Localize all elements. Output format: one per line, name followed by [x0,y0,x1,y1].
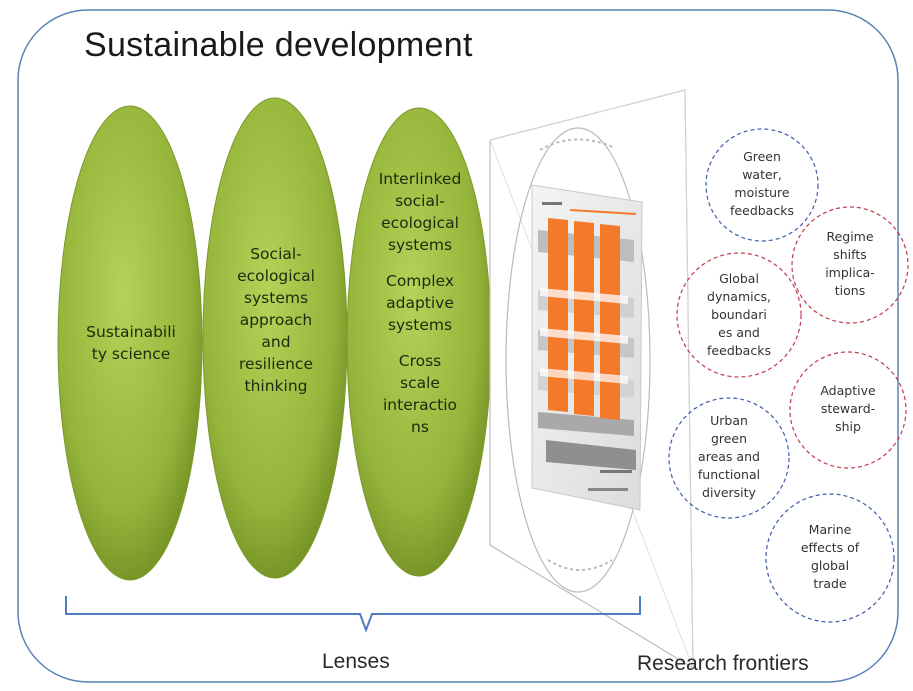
frontier-label-2: Regime shifts implica- tions [800,228,900,300]
frontier-label-3: Global dynamics, boundari es and feedbac… [689,270,789,360]
lens-3-line: Cross [398,352,442,370]
frontier-line: global [810,558,850,573]
frontier-line: functional [697,467,761,482]
lens-2-line: systems [243,289,309,307]
frontier-line: ship [835,419,861,434]
lens-3-line: Interlinked [378,170,462,188]
lens-label-1: Sustainabili ty science [70,321,192,365]
frontier-line: Regime [826,229,874,244]
frontier-circle-4 [789,351,907,469]
outer-frame [17,9,899,683]
frontier-circle-3 [676,252,802,378]
frontier-line: tions [834,283,866,298]
frontier-circle-2 [791,206,909,324]
frontier-line: feedbacks [730,203,794,218]
research-frontiers-label: Research frontiers [637,652,809,675]
lens-2-line: approach [239,311,313,329]
lens-ellipse-1 [57,105,203,581]
frontier-line: steward- [820,401,876,416]
frontier-circle-6 [765,493,895,623]
lens-3-line: scale [400,374,440,392]
frontier-line: Marine [808,522,852,537]
lens-3-line: ecological [381,214,459,232]
frontier-line: Global [719,271,759,286]
lens-3-line: systems [387,316,453,334]
lens-2-line: ecological [237,267,315,285]
frontier-line: water, [742,167,782,182]
frontier-line: shifts [833,247,867,262]
frontier-line: es and [718,325,760,340]
framework-figure [489,89,694,670]
lens-3-line: adaptive [386,294,454,312]
lenses-bracket [65,596,641,633]
frontier-line: diversity [702,485,756,500]
lens-3-line: systems [387,236,453,254]
lens-3-line: ns [411,418,429,436]
frontier-line: green [710,431,748,446]
lens-3-spacer [359,256,481,270]
frontier-line: dynamics, [707,289,771,304]
frontier-label-1: Green water, moisture feedbacks [712,148,812,220]
lens-1-line: Sustainabili [86,323,176,341]
frontier-line: areas and [698,449,760,464]
frontier-circle-1 [705,128,819,242]
lenses-label: Lenses [322,650,390,673]
lens-2-line: Social- [250,245,302,263]
frontier-line: feedbacks [707,343,771,358]
lens-1-line: ty science [91,345,171,363]
lens-3-spacer [359,336,481,350]
frontier-label-5: Urban green areas and functional diversi… [679,412,779,502]
frontier-label-4: Adaptive steward- ship [798,382,898,436]
frontier-line: boundari [711,307,767,322]
lens-3-line: social- [395,192,445,210]
frontier-line: Adaptive [820,383,876,398]
lens-3-line: Complex [386,272,454,290]
frontier-circle-5 [668,397,790,519]
lens-2-line: and [261,333,291,351]
lens-3-line: interactio [382,396,457,414]
frontier-line: Urban [710,413,748,428]
frontier-line: implica- [825,265,875,280]
lens-label-2: Social- ecological systems approach and … [215,243,337,397]
lens-2-line: thinking [244,377,308,395]
frontier-line: Green [743,149,781,164]
frontier-line: moisture [734,185,790,200]
lens-2-line: resilience [239,355,313,373]
frontier-line: trade [813,576,847,591]
frontier-line: effects of [800,540,860,555]
diagram-title: Sustainable development [84,26,473,64]
lens-label-3: Interlinked social- ecological systems C… [359,168,481,438]
frontier-label-6: Marine effects of global trade [780,521,880,593]
